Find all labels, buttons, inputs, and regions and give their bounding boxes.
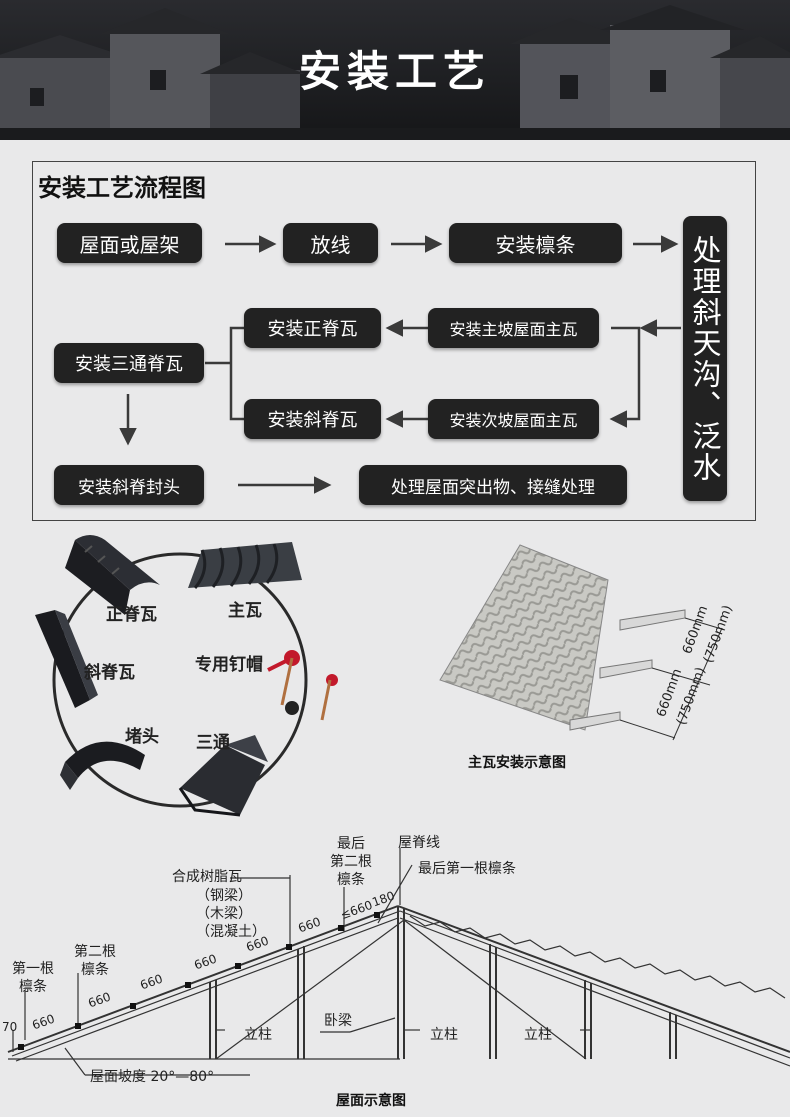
label-column-3: 立柱	[524, 1027, 552, 1043]
purlin-markers	[18, 912, 380, 1050]
step-secondary-slope-tile: 安装次坡屋面主瓦	[428, 399, 599, 439]
step-finishing: 处理屋面突出物、接缝处理	[359, 465, 627, 505]
label-last-second-purlin: 最后 第二根 檩条	[330, 836, 372, 888]
ridge-tile-icon	[65, 535, 160, 615]
label-column-1: 立柱	[244, 1027, 272, 1043]
arrow-to-secondary	[609, 326, 641, 428]
roof-caption: 屋面示意图	[336, 1093, 406, 1109]
step-setout: 放线	[283, 223, 378, 263]
label-column-2: 立柱	[430, 1027, 458, 1043]
step-main-slope-tile: 安装主坡屋面主瓦	[428, 308, 599, 348]
label-concrete: （混凝土）	[196, 924, 266, 940]
label-lying-beam: 卧梁	[324, 1013, 352, 1029]
components-illustration	[35, 535, 338, 817]
hip-tile-icon	[35, 610, 98, 708]
flow-arrows	[119, 235, 681, 494]
step-ridge-tile: 安装正脊瓦	[244, 308, 381, 348]
end-cap-icon	[60, 741, 145, 790]
step-purlin: 安装檩条	[449, 223, 622, 263]
label-main-tile: 主瓦	[228, 601, 262, 621]
label-end-cap: 堵头	[125, 727, 159, 747]
label-steel-beam: （钢梁）	[196, 888, 252, 904]
nail-cap-icon	[267, 650, 338, 721]
bracket-ridge-hip	[229, 326, 244, 421]
village-silhouette	[0, 0, 790, 140]
main-tile-install-diagram	[439, 544, 726, 741]
main-tile-caption: 主瓦安装示意图	[468, 755, 566, 771]
label-wood-beam: （木梁）	[196, 906, 252, 922]
purlin-middle	[599, 659, 653, 679]
three-way-icon	[178, 735, 268, 817]
components-circle	[52, 552, 308, 808]
tile-sheet	[439, 544, 609, 731]
label-nail-cap: 专用钉帽	[195, 655, 263, 675]
label-second-purlin: 第二根 檩条	[74, 944, 116, 978]
roof-section-diagram	[7, 848, 790, 1076]
flow-chart-panel: 安装工艺流程图 屋面或屋架 放线 安装檩条 处理斜天沟、泛水 安装主坡屋面主瓦 …	[32, 161, 756, 521]
step-roof-frame: 屋面或屋架	[57, 223, 202, 263]
label-hip-tile: 斜脊瓦	[84, 663, 135, 683]
banner-title: 安装工艺	[298, 47, 491, 96]
header-banner: 安装工艺	[0, 0, 790, 140]
label-last-first-purlin: 最后第一根檩条	[418, 861, 516, 877]
step-hip-end-cap: 安装斜脊封头	[54, 465, 204, 505]
label-roof-slope: 屋面坡度 20°—80°	[90, 1069, 215, 1085]
step-three-way-tile: 安装三通脊瓦	[54, 343, 204, 383]
step-valley-flashing: 处理斜天沟、泛水	[683, 216, 727, 501]
label-ridge-tile: 正脊瓦	[106, 605, 157, 625]
step-hip-tile: 安装斜脊瓦	[244, 399, 381, 439]
purlin-top	[619, 609, 686, 631]
label-first-purlin: 第一根 檩条	[12, 961, 54, 995]
label-resin-tile: 合成树脂瓦	[172, 869, 242, 885]
spacing-0: 70	[2, 1020, 18, 1034]
label-three-way: 三通	[196, 733, 230, 753]
main-tile-icon	[188, 542, 302, 589]
label-ridge-line: 屋脊线	[398, 835, 440, 851]
flow-title: 安装工艺流程图	[38, 174, 206, 202]
